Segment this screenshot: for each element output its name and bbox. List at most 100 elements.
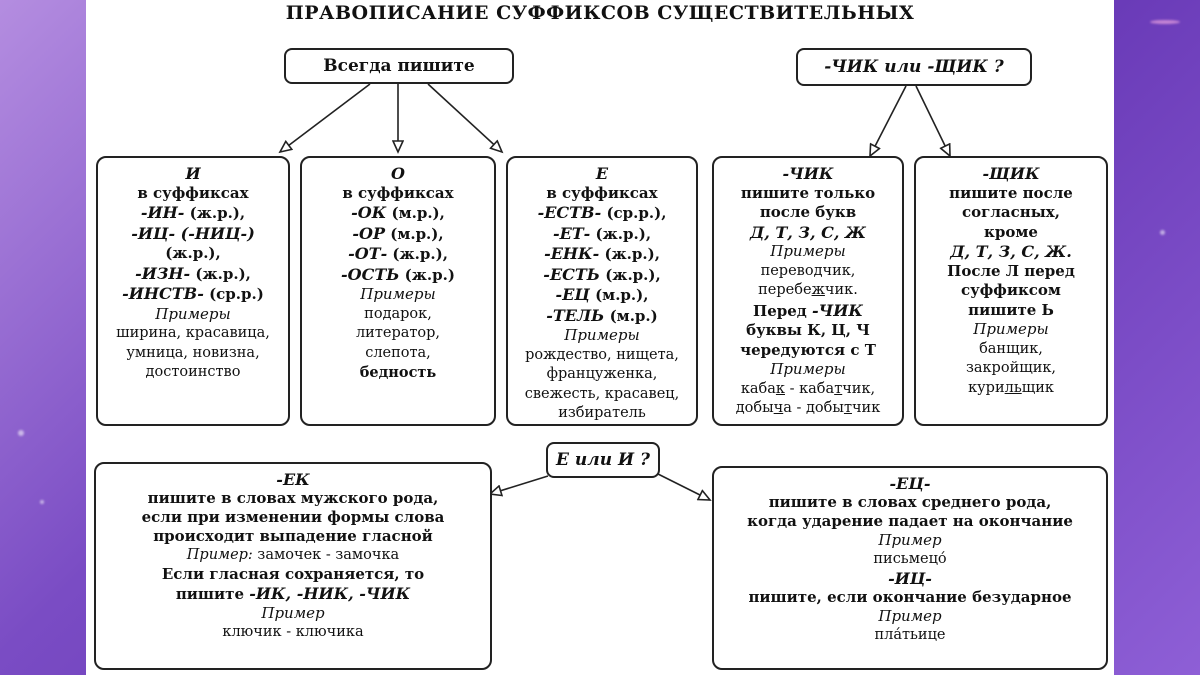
box-shchik-examples-label: Примеры [973,320,1049,338]
box-chik-examples-label: Примеры [770,242,846,260]
box-shchik-rule-2: согласных, [962,203,1060,221]
connector-arrows [86,83,1114,675]
box-ek-example-label-2: Пример [261,604,325,622]
box-shchik-after-l-2: суффиксом [961,281,1061,299]
box-o-example-4: бедность [359,364,437,381]
box-ec-header: -ЕЦ- [889,474,931,493]
box-o-examples-label: Примеры [360,285,436,303]
box-i-line-5: -ИНСТВ- (ср.р.) [122,284,264,303]
box-i-in-suffixes: в суффиксах [137,183,249,202]
box-chik-rule-1: пишите только [740,183,876,202]
box-o-letter: О [391,164,405,183]
box-ek-example: Пример: замочек - замочка [186,547,400,563]
box-i-example-2: умница, новизна, [126,344,260,361]
pill-chik-or-shchik: -ЧИК или -ЩИК ? [796,48,1032,86]
box-e-in-suffixes: в суффиксах [546,183,658,202]
box-suffix-shchik: -ЩИК пишите после согласных, кроме Д, Т,… [914,156,1108,426]
page-title: ПРАВОПИСАНИЕ СУФФИКСОВ СУЩЕСТВИТЕЛЬНЫХ [285,2,915,24]
box-suffix-i: И в суффиксах -ИН- (ж.р.), -ИЦ- (-НИЦ-) … [96,156,290,426]
box-ek-header: -ЕК [276,470,310,489]
box-e-example-2: француженка, [546,366,658,382]
box-i-line-3: (ж.р.), [165,244,221,262]
arrow-chik-shchik-to-shchik [915,85,950,156]
pill-chik-or-shchik-label: -ЧИК или -ЩИК ? [824,57,1004,77]
box-ek-example-2: ключик - ключика [222,624,364,640]
box-e-example-3: свежесть, красавец, [524,385,680,402]
box-o-example-3: слепота, [365,344,431,361]
box-o-in-suffixes: в суффиксах [342,183,454,202]
box-suffix-ek: -ЕК пишите в словах мужского рода, если … [94,462,492,670]
box-e-line-5: -ЕЦ (м.р.), [555,285,649,304]
box-e-line-1: -ЕСТВ- (ср.р.), [537,203,667,222]
box-e-line-2: -ЕТ- (ж.р.), [552,223,652,243]
box-shchik-rule-3: кроме [984,222,1038,241]
box-e-line-3: -ЕНК- (ж.р.), [544,244,660,263]
box-chik-alternation-1: буквы К, Ц, Ч [746,321,870,339]
box-shchik-example-3: курильщик [968,379,1054,396]
pill-e-or-i: Е или И ? [546,442,660,478]
pill-e-or-i-label: Е или И ? [556,450,650,470]
box-chik-example-1: переводчик, [760,262,856,279]
box-ek-rule-1: пишите в словах мужского рода, [147,489,439,507]
box-ec-example-2: пла́тьице [874,627,946,643]
box-ec-example: письмецо́ [873,551,947,567]
box-chik-examples-label-2: Примеры [770,360,846,378]
box-o-line-1: -ОК (м.р.), [351,203,445,222]
box-i-example-1: ширина, красавица, [116,325,270,341]
box-chik-before: Перед -ЧИК [753,300,863,320]
box-chik-example-4: добыча - добытчик [735,400,881,416]
arrow-e-or-i-to-ec [657,473,710,500]
box-o-line-2: -ОР (м.р.), [352,223,444,243]
box-chik-alternation-2: чередуются с Т [740,340,876,359]
arrow-e-or-i-to-ek [490,475,549,494]
box-o-example-2: литератор, [355,325,441,341]
box-i-line-1: -ИН- (ж.р.), [140,203,246,222]
arrow-chik-shchik-to-chik [870,85,907,156]
box-e-line-4: -ЕСТЬ (ж.р.), [543,264,661,284]
box-e-letter: Е [595,164,609,183]
box-ec-rule-2: когда ударение падает на окончание [747,512,1073,530]
box-ec-header-2: -ИЦ- [888,569,932,588]
box-chik-example-3: кабак - кабатчик, [740,380,876,397]
box-shchik-after-l-3: пишите Ь [968,300,1054,319]
box-e-line-6: -ТЕЛЬ (м.р.) [546,305,658,325]
box-suffix-ec: -ЕЦ- пишите в словах среднего рода, когд… [712,466,1108,670]
arrow-always-to-e [427,83,502,152]
box-suffix-e: Е в суффиксах -ЕСТВ- (ср.р.), -ЕТ- (ж.р.… [506,156,698,426]
box-i-letter: И [185,164,201,183]
box-chik-example-2: перебежчик. [758,282,858,298]
box-suffix-o: О в суффиксах -ОК (м.р.), -ОР (м.р.), -О… [300,156,496,426]
box-suffix-chik: -ЧИК пишите только после букв Д, Т, З, С… [712,156,904,426]
diagram-sheet: ПРАВОПИСАНИЕ СУФФИКСОВ СУЩЕСТВИТЕЛЬНЫХ В… [86,0,1114,675]
pill-always-write: Всегда пишите [284,48,514,84]
box-ec-example-label-2: Пример [878,607,942,625]
box-e-example-1: рождество, нищета, [525,346,679,363]
box-i-line-4: -ИЗН- (ж.р.), [135,263,251,283]
box-chik-header: -ЧИК [782,164,834,183]
box-e-examples-label: Примеры [564,326,640,344]
box-e-example-4: избиратель [558,405,646,421]
box-i-examples-label: Примеры [155,304,231,323]
box-shchik-letters: Д, Т, З, С, Ж. [950,242,1072,261]
box-shchik-example-2: закройщик, [965,360,1057,376]
box-ec-rule-1: пишите в словах среднего рода, [768,493,1052,511]
box-i-example-3: достоинство [145,364,241,380]
box-ec-rule-3: пишите, если окончание безударное [748,588,1072,606]
box-o-line-4: -ОСТЬ (ж.р.) [341,264,455,284]
box-ec-example-label: Пример [878,531,942,549]
box-ek-kept: Если гласная сохраняется, то [161,565,425,583]
box-i-line-2: -ИЦ- (-НИЦ-) [131,223,255,243]
box-shchik-after-l-1: После Л перед [947,261,1075,280]
box-o-line-3: -ОТ- (ж.р.), [348,244,448,263]
box-chik-rule-2: после букв [759,203,857,221]
box-ek-write: пишите -ИК, -НИК, -ЧИК [175,584,411,603]
box-ek-rule-2: если при изменении формы слова [141,508,445,526]
box-shchik-example-1: банщик, [979,340,1043,357]
box-o-example-1: подарок, [364,305,432,322]
pill-always-write-label: Всегда пишите [323,56,475,76]
box-shchik-header: -ЩИК [982,164,1040,183]
box-chik-letters: Д, Т, З, С, Ж [750,222,866,242]
box-ek-rule-3: происходит выпадение гласной [153,527,433,545]
box-shchik-rule-1: пишите после [949,183,1073,202]
arrow-always-to-i [280,83,371,152]
